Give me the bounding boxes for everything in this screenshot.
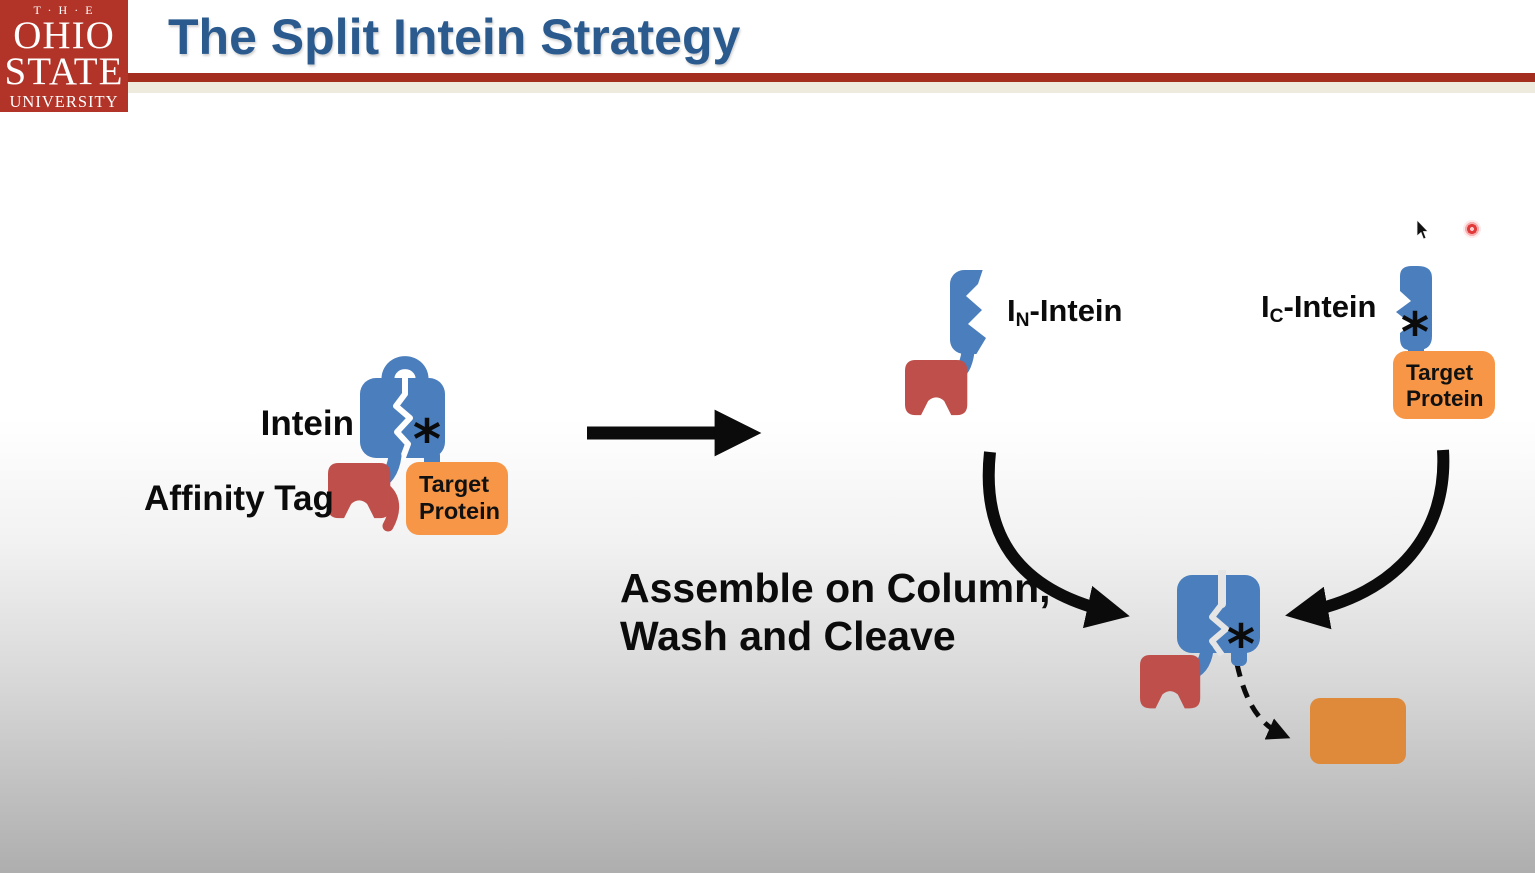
target-protein-line2: Protein (1406, 386, 1484, 411)
laser-pointer-dot (1463, 220, 1481, 238)
affinity-tag-shape (1140, 655, 1201, 709)
in-intein-construct (905, 268, 1018, 416)
in-label-suffix: -Intein (1029, 293, 1123, 328)
released-protein-box (1310, 698, 1406, 764)
whole-intein-construct: * (328, 356, 445, 532)
in-intein-label: IN-Intein (1007, 293, 1123, 332)
affinity-tag-shape (328, 463, 391, 519)
intein-label: Intein (260, 404, 354, 443)
assembled-complex: * (1140, 570, 1260, 709)
affinity-tag-shape (905, 360, 968, 416)
mouse-cursor-icon (1416, 220, 1429, 240)
complex-right-stub (1231, 640, 1247, 666)
ic-label-prefix: I (1261, 289, 1270, 324)
complex-split-crack (1209, 602, 1229, 657)
assemble-caption-line1: Assemble on Column, (620, 565, 1051, 611)
title-rule-cream (128, 82, 1535, 93)
intein-split-crack (393, 374, 413, 462)
logo-state-line: STATE (4, 50, 124, 93)
target-protein-line2: Protein (419, 498, 500, 524)
curved-arrow-right (1285, 449, 1450, 630)
target-protein-box: Target Protein (1393, 351, 1495, 419)
cleavage-site-asterisk: * (413, 408, 441, 471)
target-protein-line1: Target (1406, 360, 1474, 385)
title-rule-red (128, 73, 1535, 82)
in-intein-zigzag-cut (966, 268, 1018, 358)
complex-body (1177, 575, 1260, 653)
target-protein-box: Target Protein (406, 462, 508, 535)
assemble-caption-line2: Wash and Cleave (620, 613, 956, 659)
ic-intein-label: IC-Intein (1261, 289, 1377, 328)
intein-loop (381, 356, 429, 391)
in-label-prefix: I (1007, 293, 1016, 328)
logo-the-line: T · H · E (33, 3, 95, 17)
assemble-caption: Assemble on Column, Wash and Cleave (620, 564, 1051, 660)
ic-label-suffix: -Intein (1283, 289, 1377, 324)
ic-intein-body (1396, 266, 1432, 350)
slide-title: The Split Intein Strategy (168, 9, 741, 65)
cleavage-site-asterisk: * (1227, 613, 1255, 676)
target-protein-line1: Target (419, 471, 490, 497)
affinity-tag-label: Affinity Tag (144, 479, 334, 518)
logo-ohio-line: OHIO (13, 14, 115, 57)
in-label-subscript: N (1015, 309, 1030, 331)
intein-body (360, 378, 445, 458)
logo-university-line: UNIVERSITY (9, 92, 119, 111)
osu-logo: T · H · E OHIO STATE UNIVERSITY (0, 0, 128, 112)
ic-label-subscript: C (1269, 305, 1284, 327)
